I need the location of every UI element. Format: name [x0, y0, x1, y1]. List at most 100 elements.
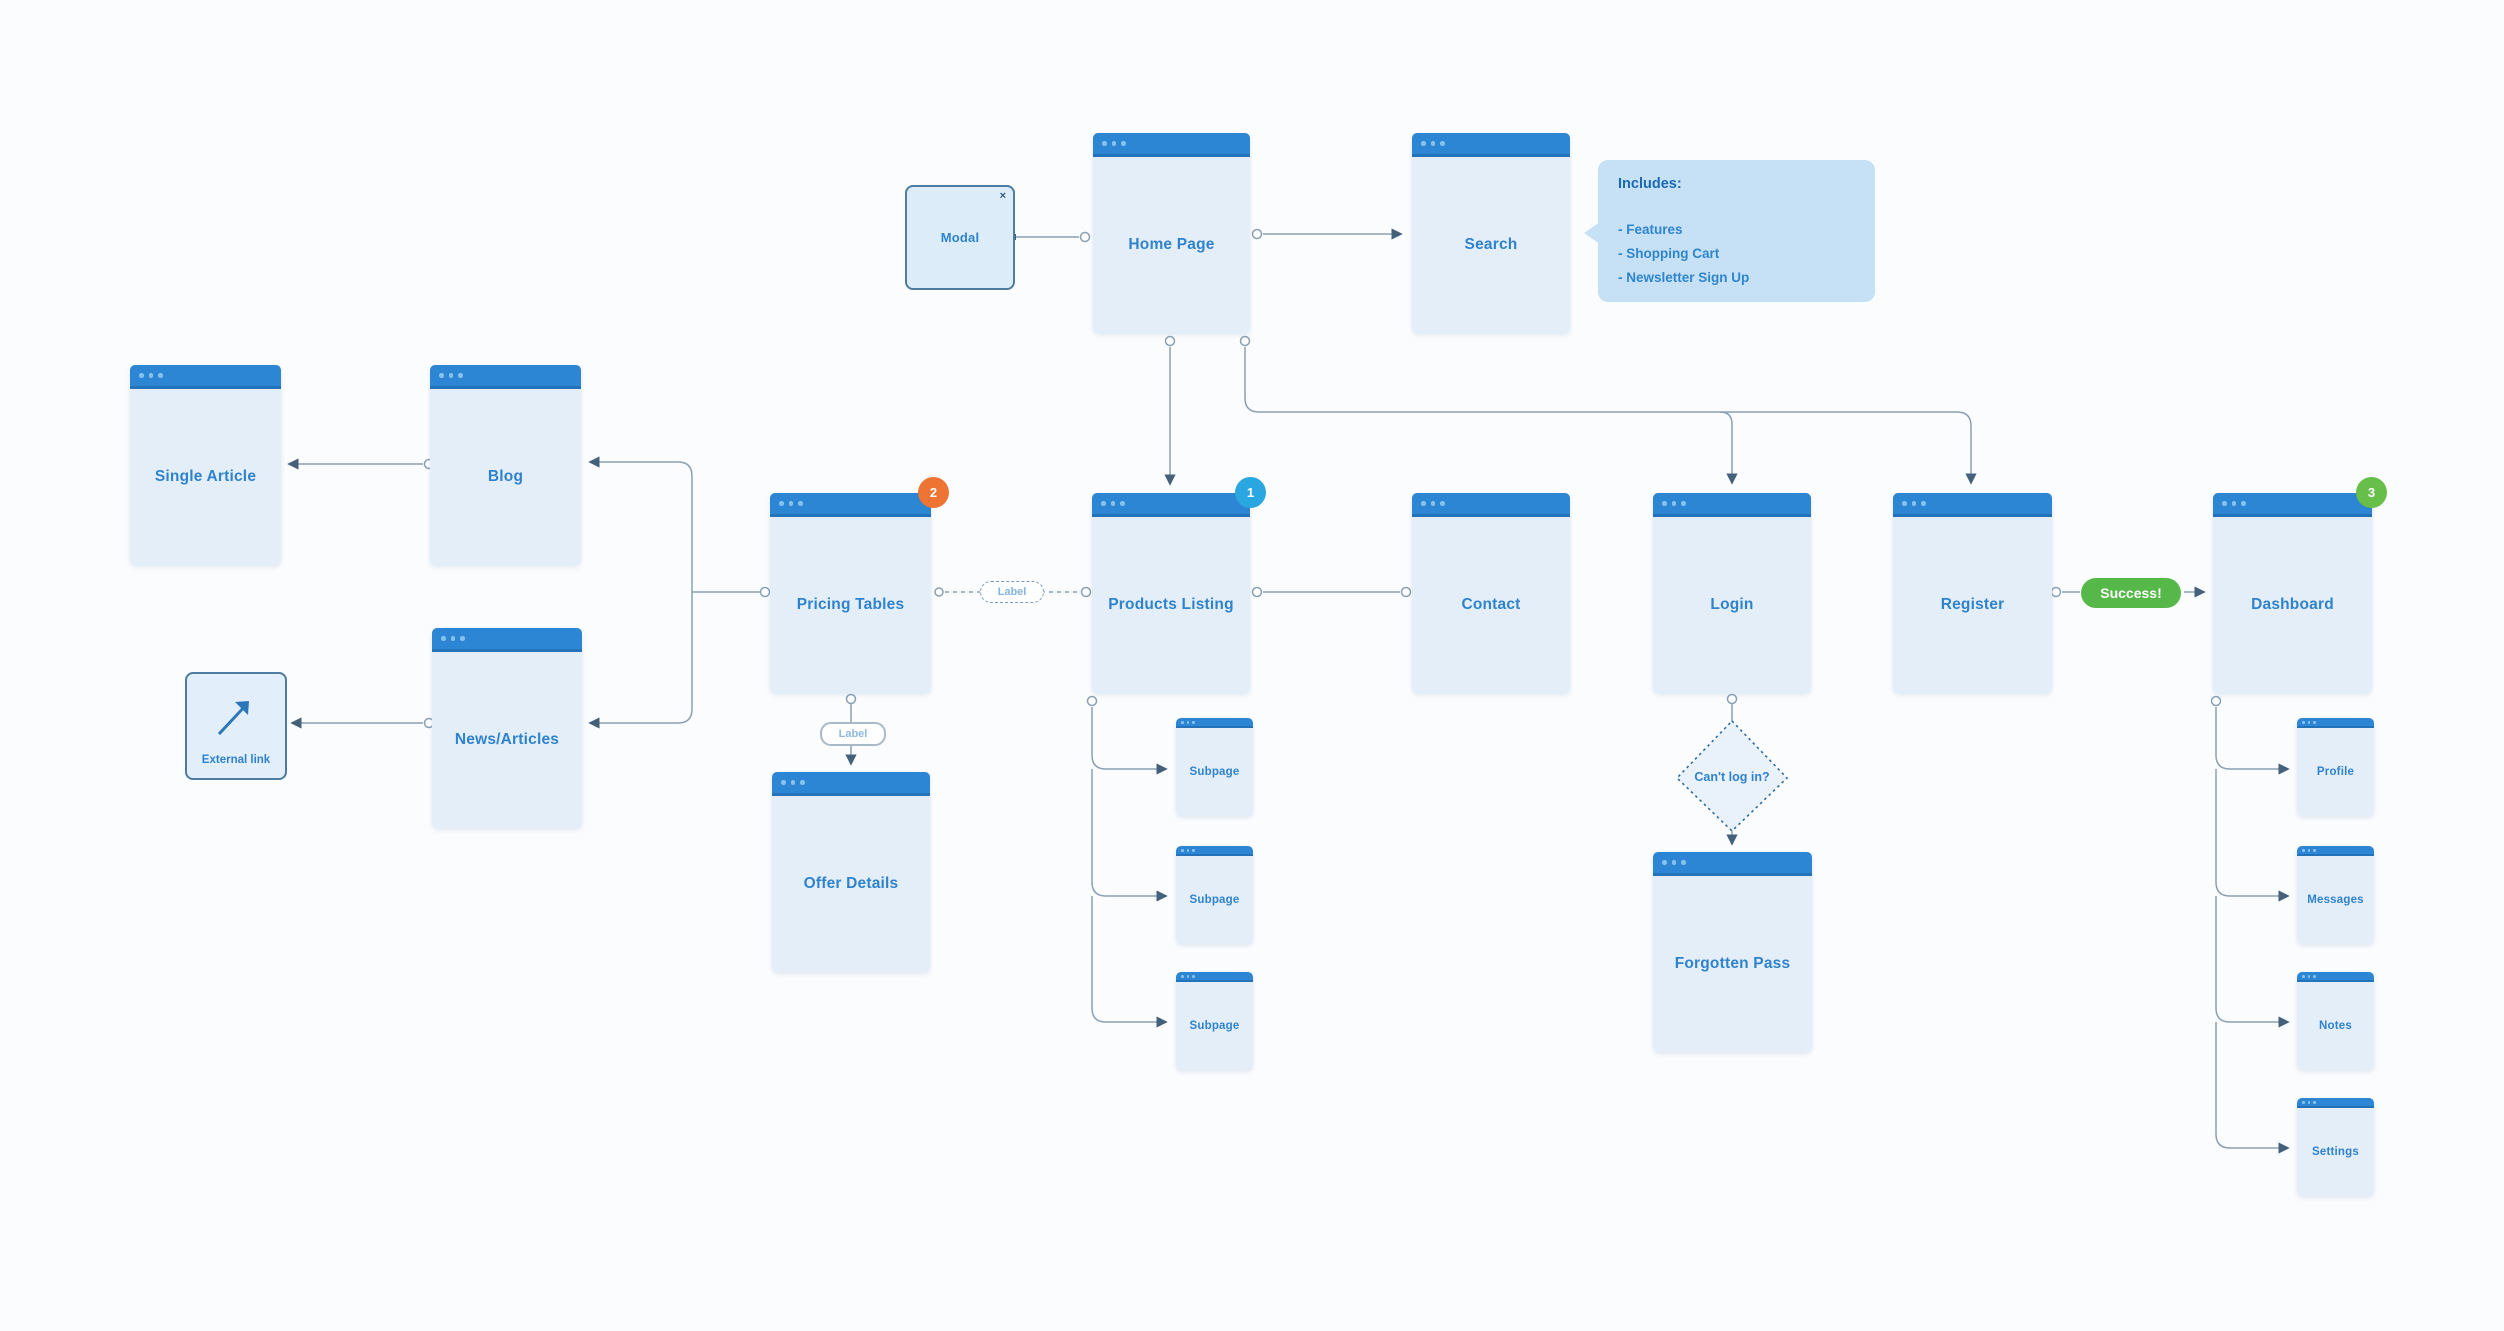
window-dot: [460, 636, 465, 641]
node-dashboard[interactable]: Dashboard: [2213, 493, 2372, 693]
badge-products-listing[interactable]: 1: [1235, 477, 1266, 508]
connector-pricing-blog-news: [588, 456, 771, 729]
node-pricing-tables[interactable]: Pricing Tables: [770, 493, 931, 693]
node-subpage-2[interactable]: Subpage: [1176, 846, 1253, 944]
window-dots-icon: [779, 501, 803, 506]
node-register[interactable]: Register: [1893, 493, 2052, 693]
window-dot: [1186, 721, 1189, 724]
window-dot: [1186, 975, 1189, 978]
node-subpage-2-label: Subpage: [1189, 894, 1240, 906]
badge-dashboard[interactable]: 3: [2356, 477, 2387, 508]
window-dot: [779, 501, 784, 506]
node-subpage-1[interactable]: Subpage: [1176, 718, 1253, 816]
tooltip-heading: Includes:: [1618, 176, 1682, 192]
node-contact-titlebar: [1412, 493, 1570, 517]
window-dot: [1681, 501, 1686, 506]
connector-products-subpages: [1086, 695, 1168, 1028]
window-dots-icon: [1902, 501, 1926, 506]
window-dots-icon: [441, 636, 465, 641]
node-products-listing[interactable]: Products Listing: [1092, 493, 1250, 693]
window-dot: [1921, 501, 1926, 506]
window-dot: [1102, 141, 1107, 146]
includes-tooltip[interactable]: Includes: - Features - Shopping Cart - N…: [1598, 160, 1875, 302]
window-dot: [1430, 501, 1435, 506]
window-dots-icon: [2302, 849, 2316, 852]
node-subpage-3[interactable]: Subpage: [1176, 972, 1253, 1070]
node-settings[interactable]: Settings: [2297, 1098, 2374, 1196]
node-products-listing-titlebar: [1092, 493, 1250, 517]
connector-products-contact: [1251, 586, 1412, 598]
node-blog[interactable]: Blog: [430, 365, 581, 565]
node-messages[interactable]: Messages: [2297, 846, 2374, 944]
window-dot: [2313, 975, 2316, 978]
window-dots-icon: [1101, 501, 1125, 506]
node-news-articles[interactable]: News/Articles: [432, 628, 582, 828]
label-pill-offer[interactable]: Label: [820, 722, 886, 746]
node-single-article-label: Single Article: [154, 468, 257, 485]
close-icon[interactable]: ×: [999, 190, 1006, 202]
node-dashboard-titlebar: [2213, 493, 2372, 517]
window-dot: [1110, 501, 1115, 506]
node-products-listing-label: Products Listing: [1108, 596, 1234, 613]
window-dots-icon: [1102, 141, 1126, 146]
window-dots-icon: [439, 373, 463, 378]
window-dot: [2302, 975, 2305, 978]
node-home-page-titlebar: [1093, 133, 1250, 157]
window-dot: [2302, 721, 2305, 724]
node-offer-details[interactable]: Offer Details: [772, 772, 930, 972]
connector-blog-single-article: [287, 458, 435, 470]
node-external-link[interactable]: External link: [185, 672, 287, 780]
label-pill-products[interactable]: Label: [980, 581, 1044, 603]
node-notes-label: Notes: [2319, 1020, 2352, 1032]
node-contact[interactable]: Contact: [1412, 493, 1570, 693]
window-dots-icon: [1421, 141, 1445, 146]
connector-modal-home: [1010, 231, 1091, 243]
window-dot: [1121, 141, 1126, 146]
window-dot: [2302, 849, 2305, 852]
node-single-article[interactable]: Single Article: [130, 365, 281, 565]
window-dot: [1192, 849, 1195, 852]
tooltip-item: - Newsletter Sign Up: [1618, 270, 1750, 285]
node-search[interactable]: Search: [1412, 133, 1570, 333]
window-dot: [448, 373, 453, 378]
node-notes[interactable]: Notes: [2297, 972, 2374, 1070]
node-modal-label: Modal: [940, 230, 980, 245]
node-blog-label: Blog: [487, 468, 524, 485]
node-forgotten-pass-titlebar: [1653, 852, 1812, 876]
node-news-articles-titlebar: [432, 628, 582, 652]
node-home-page-label: Home Page: [1128, 236, 1215, 253]
window-dots-icon: [1421, 501, 1445, 506]
window-dot: [2307, 975, 2310, 978]
cant-login-diamond[interactable]: [1675, 719, 1789, 833]
window-dot: [1911, 501, 1916, 506]
connector-home-products: [1164, 335, 1176, 486]
node-subpage-1-titlebar: [1176, 718, 1253, 728]
node-profile-label: Profile: [2316, 766, 2355, 778]
window-dot: [139, 373, 144, 378]
cant-login-label: Can't log in?: [1694, 770, 1770, 784]
window-dot: [2241, 501, 2246, 506]
badge-pricing-tables[interactable]: 2: [918, 477, 949, 508]
node-modal[interactable]: × Modal: [905, 185, 1015, 290]
window-dot: [2313, 721, 2316, 724]
node-home-page[interactable]: Home Page: [1093, 133, 1250, 333]
window-dot: [1430, 141, 1435, 146]
node-blog-titlebar: [430, 365, 581, 389]
window-dot: [2231, 501, 2236, 506]
node-subpage-3-label: Subpage: [1189, 1020, 1240, 1032]
node-forgotten-pass[interactable]: Forgotten Pass: [1653, 852, 1812, 1052]
window-dot: [148, 373, 153, 378]
window-dot: [2222, 501, 2227, 506]
node-login[interactable]: Login: [1653, 493, 1811, 693]
window-dot: [1181, 721, 1184, 724]
window-dot: [800, 780, 805, 785]
node-external-link-label: External link: [201, 754, 271, 766]
node-profile[interactable]: Profile: [2297, 718, 2374, 816]
connector-home-login-register: [1239, 335, 1977, 485]
node-single-article-titlebar: [130, 365, 281, 389]
external-link-arrow-icon: [217, 701, 249, 736]
window-dot: [158, 373, 163, 378]
success-pill[interactable]: Success!: [2081, 578, 2181, 608]
connector-home-search: [1251, 228, 1403, 240]
node-news-articles-label: News/Articles: [454, 731, 560, 748]
